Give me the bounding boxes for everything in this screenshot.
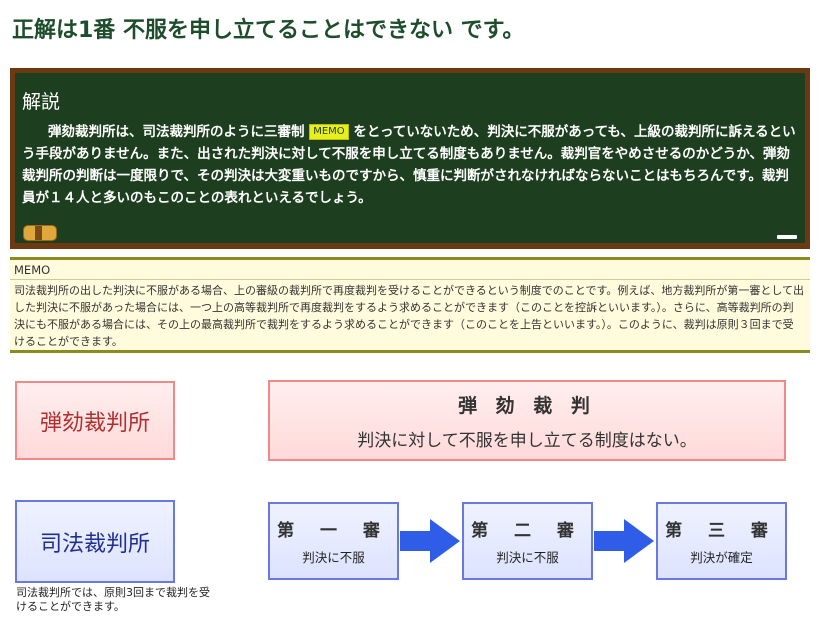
third-instance-desc: 判決が確定 — [690, 550, 753, 565]
judicial-court-caption: 司法裁判所では、原則3回まで裁判を受けることができます。 — [16, 586, 210, 613]
impeachment-trial-desc: 判決に対して不服を申し立てる制度はない。 — [357, 430, 697, 451]
third-instance-box: 第 三 審 判決が確定 — [656, 502, 787, 580]
memo-panel: MEMO 司法裁判所の出した判決に不服がある場合、上の審級の裁判所で再度裁判を受… — [10, 257, 810, 353]
answer-heading: 正解は1番 不服を申し立てることはできない です。 — [12, 18, 525, 43]
impeachment-court-box: 弾劾裁判所 — [15, 381, 175, 460]
eraser-icon — [23, 225, 57, 241]
explanation-text-after: をとっていないため、判決に不服があっても、上級の裁判所に訴えるという手段がありま… — [22, 124, 796, 206]
memo-divider — [10, 279, 810, 280]
impeachment-trial-title: 弾 劾 裁 判 — [458, 394, 596, 417]
explanation-board: 解説 弾劾裁判所は、司法裁判所のように三審制 MEMO をとっていないため、判決… — [10, 68, 810, 249]
impeachment-trial-box: 弾 劾 裁 判 判決に対して不服を申し立てる制度はない。 — [268, 380, 786, 461]
chalk-icon — [777, 235, 797, 239]
second-instance-title: 第 二 審 — [471, 521, 584, 541]
right-arrow-icon — [400, 519, 460, 563]
first-instance-desc: 判決に不服 — [302, 550, 365, 565]
first-instance-box: 第 一 審 判決に不服 — [268, 502, 399, 580]
third-instance-title: 第 三 審 — [665, 521, 778, 541]
memo-link[interactable]: MEMO — [309, 124, 349, 140]
explanation-text: 弾劾裁判所は、司法裁判所のように三審制 MEMO をとっていないため、判決に不服… — [22, 121, 797, 209]
explanation-text-before: 弾劾裁判所は、司法裁判所のように三審制 — [48, 124, 305, 140]
explanation-title: 解説 — [22, 91, 61, 113]
first-instance-title: 第 一 審 — [277, 521, 390, 541]
memo-heading: MEMO — [14, 263, 51, 277]
right-arrow-icon — [594, 519, 654, 563]
second-instance-desc: 判決に不服 — [496, 550, 559, 565]
judicial-court-box: 司法裁判所 — [15, 500, 175, 583]
second-instance-box: 第 二 審 判決に不服 — [462, 502, 593, 580]
memo-text: 司法裁判所の出した判決に不服がある場合、上の審級の裁判所で再度裁判を受けることが… — [14, 284, 805, 348]
